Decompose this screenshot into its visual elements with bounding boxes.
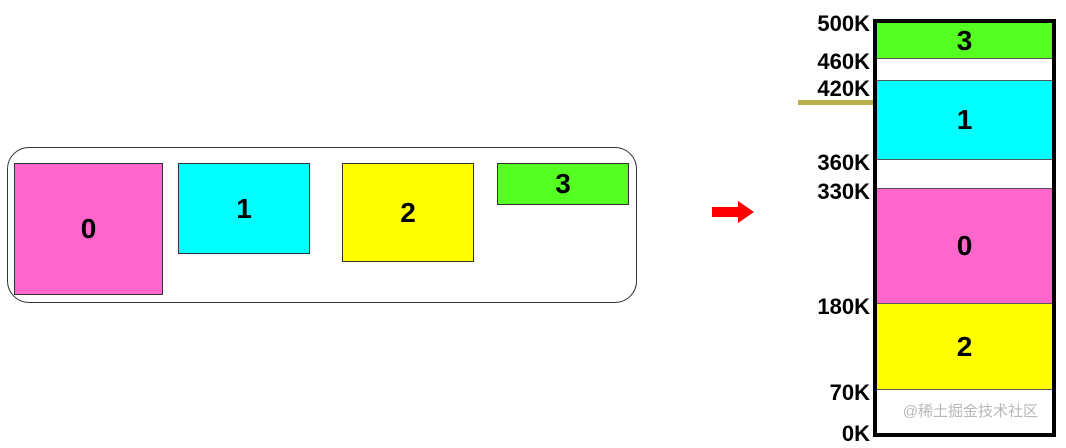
process-block-0: 0 [14,163,163,295]
process-block-3: 3 [497,163,629,205]
memory-segment-free-2 [877,160,1052,189]
memory-segment-free-1 [877,59,1052,81]
memory-layout-column: 3 1 0 2 @稀土掘金技术社区 [873,19,1056,437]
address-label-330k: 330K [817,179,870,204]
address-label-70k: 70K [829,380,870,405]
memory-segment-process-2: 2 [877,304,1052,390]
process-queue-container [7,147,637,303]
memory-segment-process-1: 1 [877,81,1052,160]
process-block-2-label: 2 [400,196,416,228]
memory-segment-2-label: 2 [956,330,973,362]
memory-segment-1-label: 1 [956,104,973,135]
process-block-2: 2 [342,163,474,262]
memory-segment-process-3: 3 [877,23,1052,59]
address-label-460k: 460K [817,49,870,74]
address-label-360k: 360K [817,150,870,175]
memory-segment-3-label: 3 [956,24,973,56]
process-block-1-label: 1 [236,192,252,224]
address-label-0k: 0K [841,421,870,446]
process-block-1: 1 [178,163,310,254]
memory-segment-0-label: 0 [956,230,973,261]
process-block-0-label: 0 [80,213,97,244]
address-label-420k: 420K [817,76,870,101]
memory-segment-process-0: 0 [877,189,1052,304]
memory-segment-free-3 [877,390,1052,433]
address-marker-line [798,100,874,105]
address-label-500k: 500K [817,11,870,36]
address-label-180k: 180K [817,294,870,319]
arrow-shape [712,201,754,223]
right-arrow-icon [712,201,754,223]
process-block-3-label: 3 [555,168,571,199]
watermark: @稀土掘金技术社区 [902,403,1038,420]
